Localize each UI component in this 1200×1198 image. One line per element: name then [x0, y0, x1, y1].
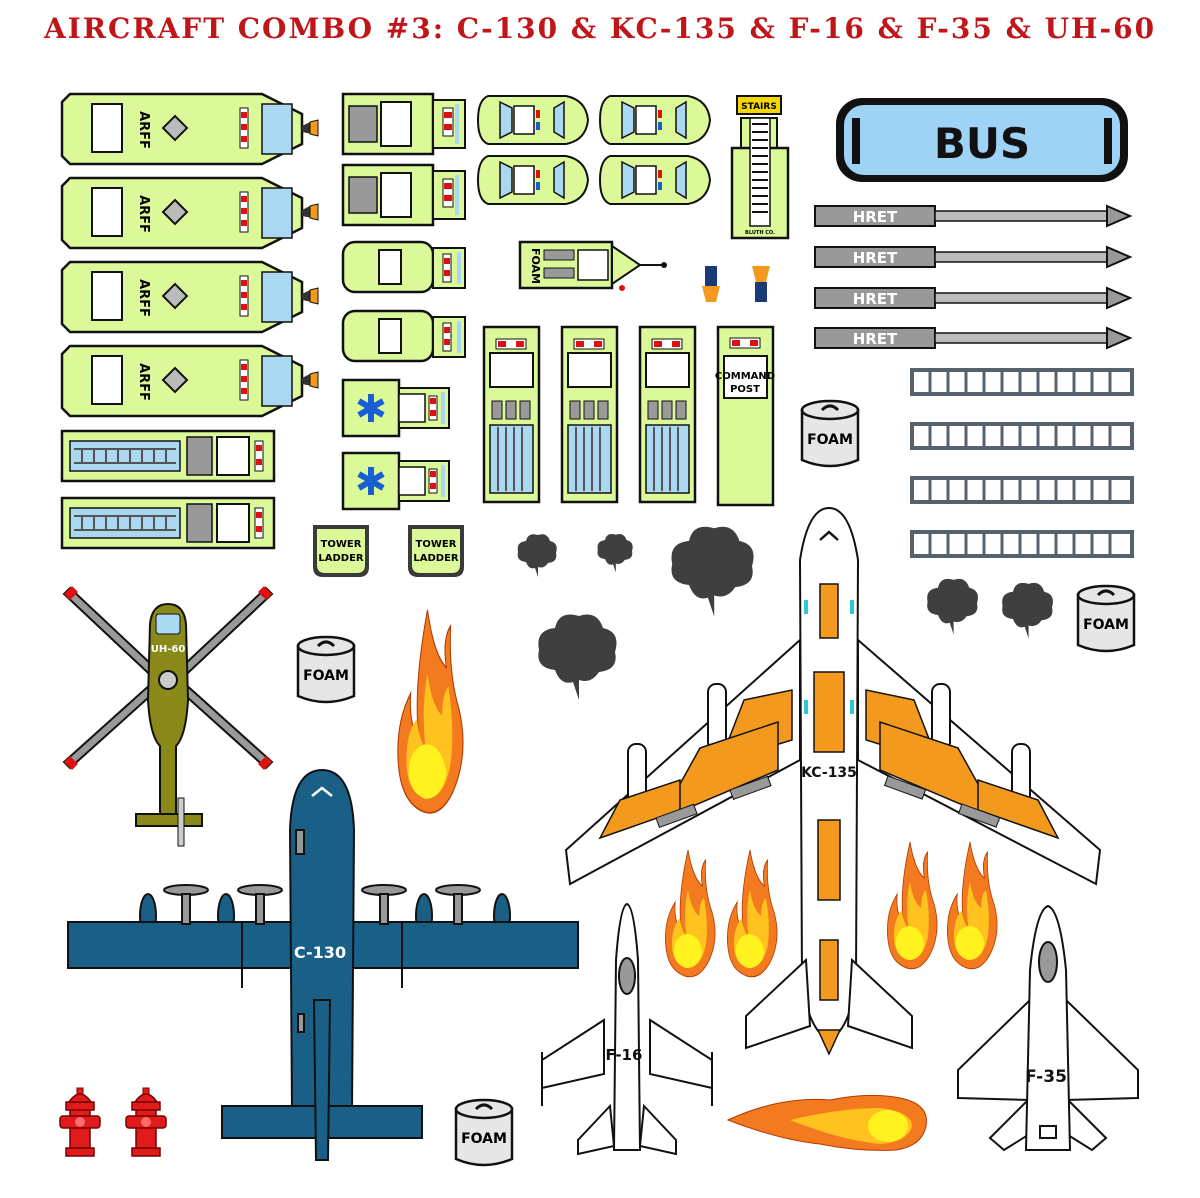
foam-trailer-label: FOAM: [529, 248, 542, 284]
ladder-truck-1: [60, 429, 276, 483]
foam-label: FOAM: [1083, 617, 1129, 633]
flame-5: [946, 841, 998, 970]
hret-label: HRET: [853, 208, 898, 226]
arff-label: ARFF: [136, 111, 151, 149]
stairs-sub-label: BLUTH CO.: [745, 230, 775, 236]
tower-ladder-badge-2: [408, 525, 464, 577]
flashlight-1: [702, 266, 720, 302]
hret-label: HRET: [853, 249, 898, 267]
c130-label: C-130: [294, 943, 346, 962]
tower-label: TOWER: [321, 539, 362, 550]
engine-truck-1: [482, 325, 541, 504]
car-4: [599, 155, 711, 205]
smoke-5: [927, 578, 978, 635]
engine-truck-2: [560, 325, 619, 504]
tow-vehicle-2: [341, 163, 467, 227]
arff-truck-2: [60, 176, 320, 250]
arff-truck-4: [60, 344, 320, 418]
engine-truck-3: [638, 325, 697, 504]
f16-label: F-16: [606, 1046, 643, 1064]
car-3: [477, 155, 589, 205]
command-post-label: POST: [730, 384, 760, 395]
arff-label: ARFF: [136, 279, 151, 317]
smoke-1: [517, 534, 557, 577]
car-1: [477, 95, 589, 145]
bus-label: BUS: [934, 119, 1030, 168]
arff-truck-1: [60, 92, 320, 166]
ambulance-2: [341, 451, 451, 511]
flame-2: [664, 849, 716, 978]
arff-truck-3: [60, 260, 320, 334]
ladder-2: [910, 422, 1134, 450]
ambulance-1: [341, 378, 451, 438]
tower-label: LADDER: [413, 553, 459, 564]
flashlight-2: [752, 266, 770, 302]
tower-label: TOWER: [416, 539, 457, 550]
flame-1: [397, 609, 464, 814]
tanker-1: [341, 240, 467, 294]
stairs-label: STAIRS: [741, 102, 777, 112]
smoke-3: [671, 526, 754, 617]
arff-label: ARFF: [136, 363, 151, 401]
tanker-2: [341, 309, 467, 363]
uh60-helicopter: [62, 586, 274, 847]
f16-aircraft: [541, 902, 713, 1156]
kc135-aircraft: [564, 506, 1102, 1056]
hret-label: HRET: [853, 290, 898, 308]
foam-trailer: [518, 240, 667, 291]
tower-label: LADDER: [318, 553, 364, 564]
hydrant-1: [59, 1087, 101, 1157]
foam-label: FOAM: [303, 668, 349, 684]
stairs-truck: [730, 95, 790, 240]
flame-horizontal: [726, 1094, 927, 1151]
command-post-label: COMMAND: [715, 371, 775, 382]
f35-label: F-35: [1025, 1067, 1067, 1087]
car-2: [599, 95, 711, 145]
tower-ladder-badge-1: [313, 525, 369, 577]
c130-aircraft: [67, 768, 579, 1161]
smoke-6: [1002, 582, 1053, 639]
smoke-2: [597, 534, 633, 573]
command-post: [716, 325, 775, 507]
page-title: AIRCRAFT COMBO #3: C-130 & KC-135 & F-16…: [43, 12, 1157, 45]
smoke-4: [538, 614, 617, 700]
flame-4: [886, 841, 938, 970]
hret-label: HRET: [853, 330, 898, 348]
flame-3: [726, 849, 778, 978]
arff-label: ARFF: [136, 195, 151, 233]
foam-label: FOAM: [461, 1131, 507, 1147]
ladder-3: [910, 476, 1134, 504]
c130-nose-mark: [311, 786, 333, 797]
ladder-truck-2: [60, 496, 276, 550]
uh60-label: UH-60: [151, 644, 186, 655]
ladder-1: [910, 368, 1134, 396]
hydrant-2: [125, 1087, 167, 1157]
kc135-nose-mark: [819, 530, 839, 541]
f35-aircraft: [957, 904, 1139, 1152]
tow-vehicle-1: [341, 92, 467, 156]
bus: [836, 98, 1128, 182]
foam-label: FOAM: [807, 432, 853, 448]
kc135-label: KC-135: [801, 765, 857, 781]
ladder-4: [910, 530, 1134, 558]
